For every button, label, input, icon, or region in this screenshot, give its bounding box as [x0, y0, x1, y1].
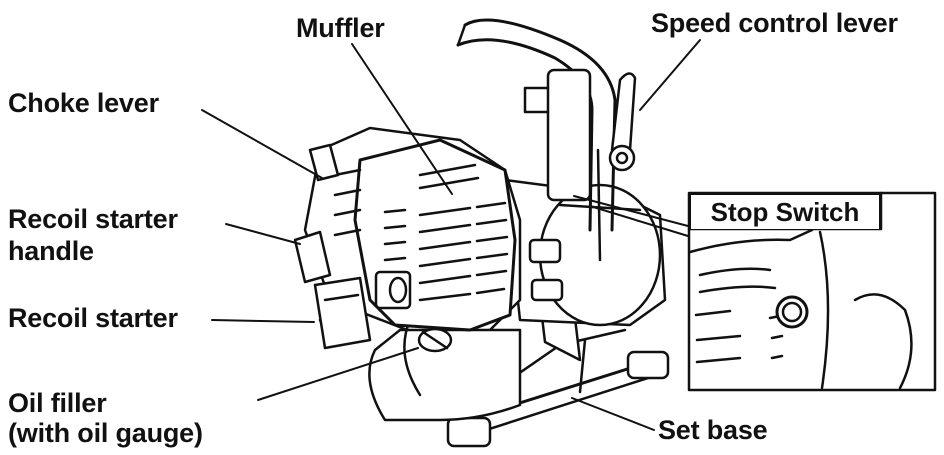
label-stop-switch: Stop Switch [689, 193, 881, 229]
speed-control-lever [596, 72, 637, 262]
label-set-base: Set base [658, 415, 768, 445]
muffler-cover [333, 138, 517, 332]
stop-switch-inset [687, 191, 937, 392]
recoil-starter-part [293, 230, 372, 350]
label-recoil-starter-handle-1: Recoil starter [8, 204, 178, 234]
leader-lines [201, 39, 701, 431]
pump-housing [503, 178, 667, 327]
label-oil-filler-2: (with oil gauge) [8, 418, 203, 448]
label-oil-filler-1: Oil filler [8, 388, 107, 418]
label-recoil-starter-handle-2: handle [8, 236, 94, 266]
label-choke-lever: Choke lever [8, 88, 159, 118]
carry-handle [456, 18, 617, 232]
label-muffler: Muffler [296, 13, 385, 43]
choke-lever-part [308, 143, 340, 182]
label-speed-control-lever: Speed control lever [651, 8, 898, 38]
oil-filler-cap [417, 327, 453, 353]
label-recoil-starter: Recoil starter [8, 303, 178, 333]
